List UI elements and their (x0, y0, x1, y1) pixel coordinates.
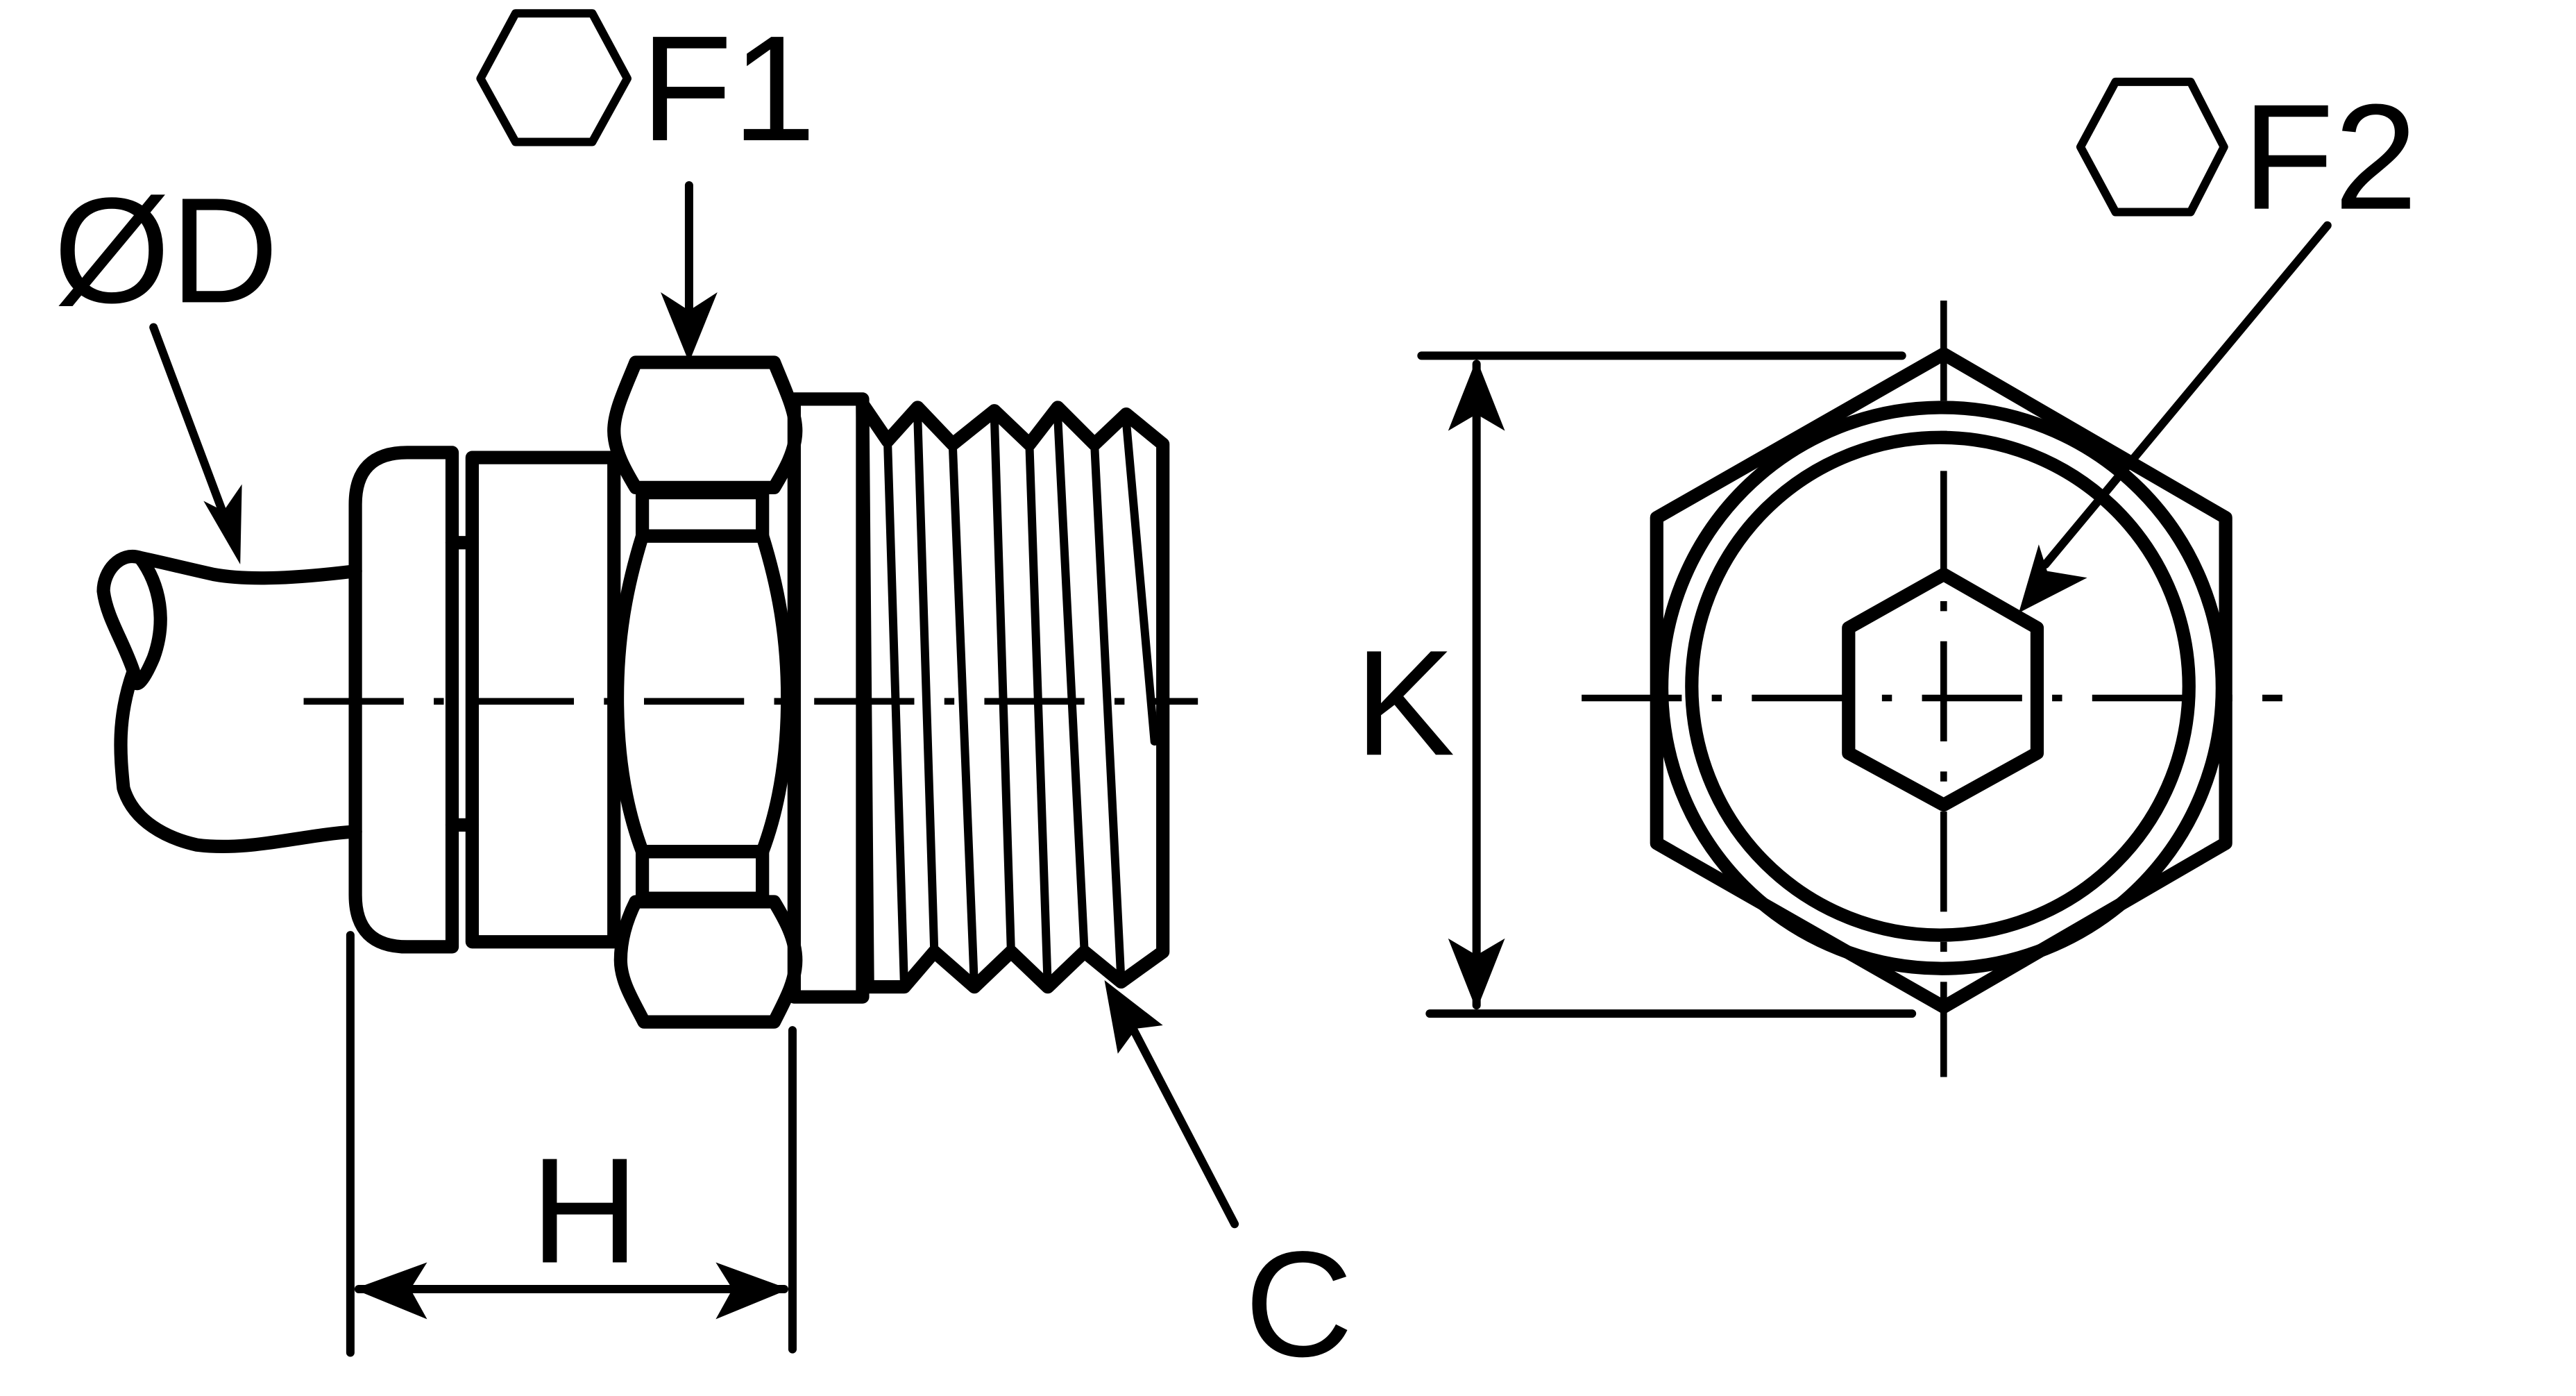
c-arrow (1104, 980, 1163, 1054)
label-width: K (1355, 619, 1455, 787)
hex-nut-middle (610, 529, 795, 859)
outer-circle (1654, 401, 2229, 975)
hex-symbol-f2 (2076, 77, 2228, 217)
end-view (1417, 221, 2332, 1077)
cable-fold (126, 550, 167, 691)
d-leader (149, 323, 228, 519)
hex-nut-upper (607, 355, 803, 495)
k-arrow-bottom (1448, 938, 1505, 1011)
f2-leader (2041, 221, 2332, 569)
label-thread: C (1244, 1220, 1353, 1388)
side-view (96, 180, 1239, 1357)
c-leader (1125, 1018, 1239, 1229)
thread-lines (883, 413, 1159, 991)
label-f1: F1 (641, 4, 816, 172)
hex-nut-lower (613, 895, 803, 1029)
end-cap (348, 446, 459, 954)
d-arrow (203, 484, 242, 565)
cable-outline (96, 550, 362, 854)
label-f2: F2 (2242, 73, 2418, 241)
hexagon-icon (476, 9, 632, 146)
f2-arrow (2019, 544, 2087, 613)
h-arrow-right (715, 1262, 790, 1320)
label-diameter: ØD (53, 166, 279, 334)
hexagon-icon (2076, 77, 2228, 217)
k-arrow-top (1448, 359, 1505, 431)
f1-arrow (661, 292, 718, 362)
h-arrow-left (353, 1262, 427, 1320)
label-height: H (531, 1127, 639, 1295)
hex-symbol-f1 (476, 9, 632, 146)
socket-hexagon (1842, 567, 2044, 812)
hex-nut-lower-band (635, 845, 770, 905)
